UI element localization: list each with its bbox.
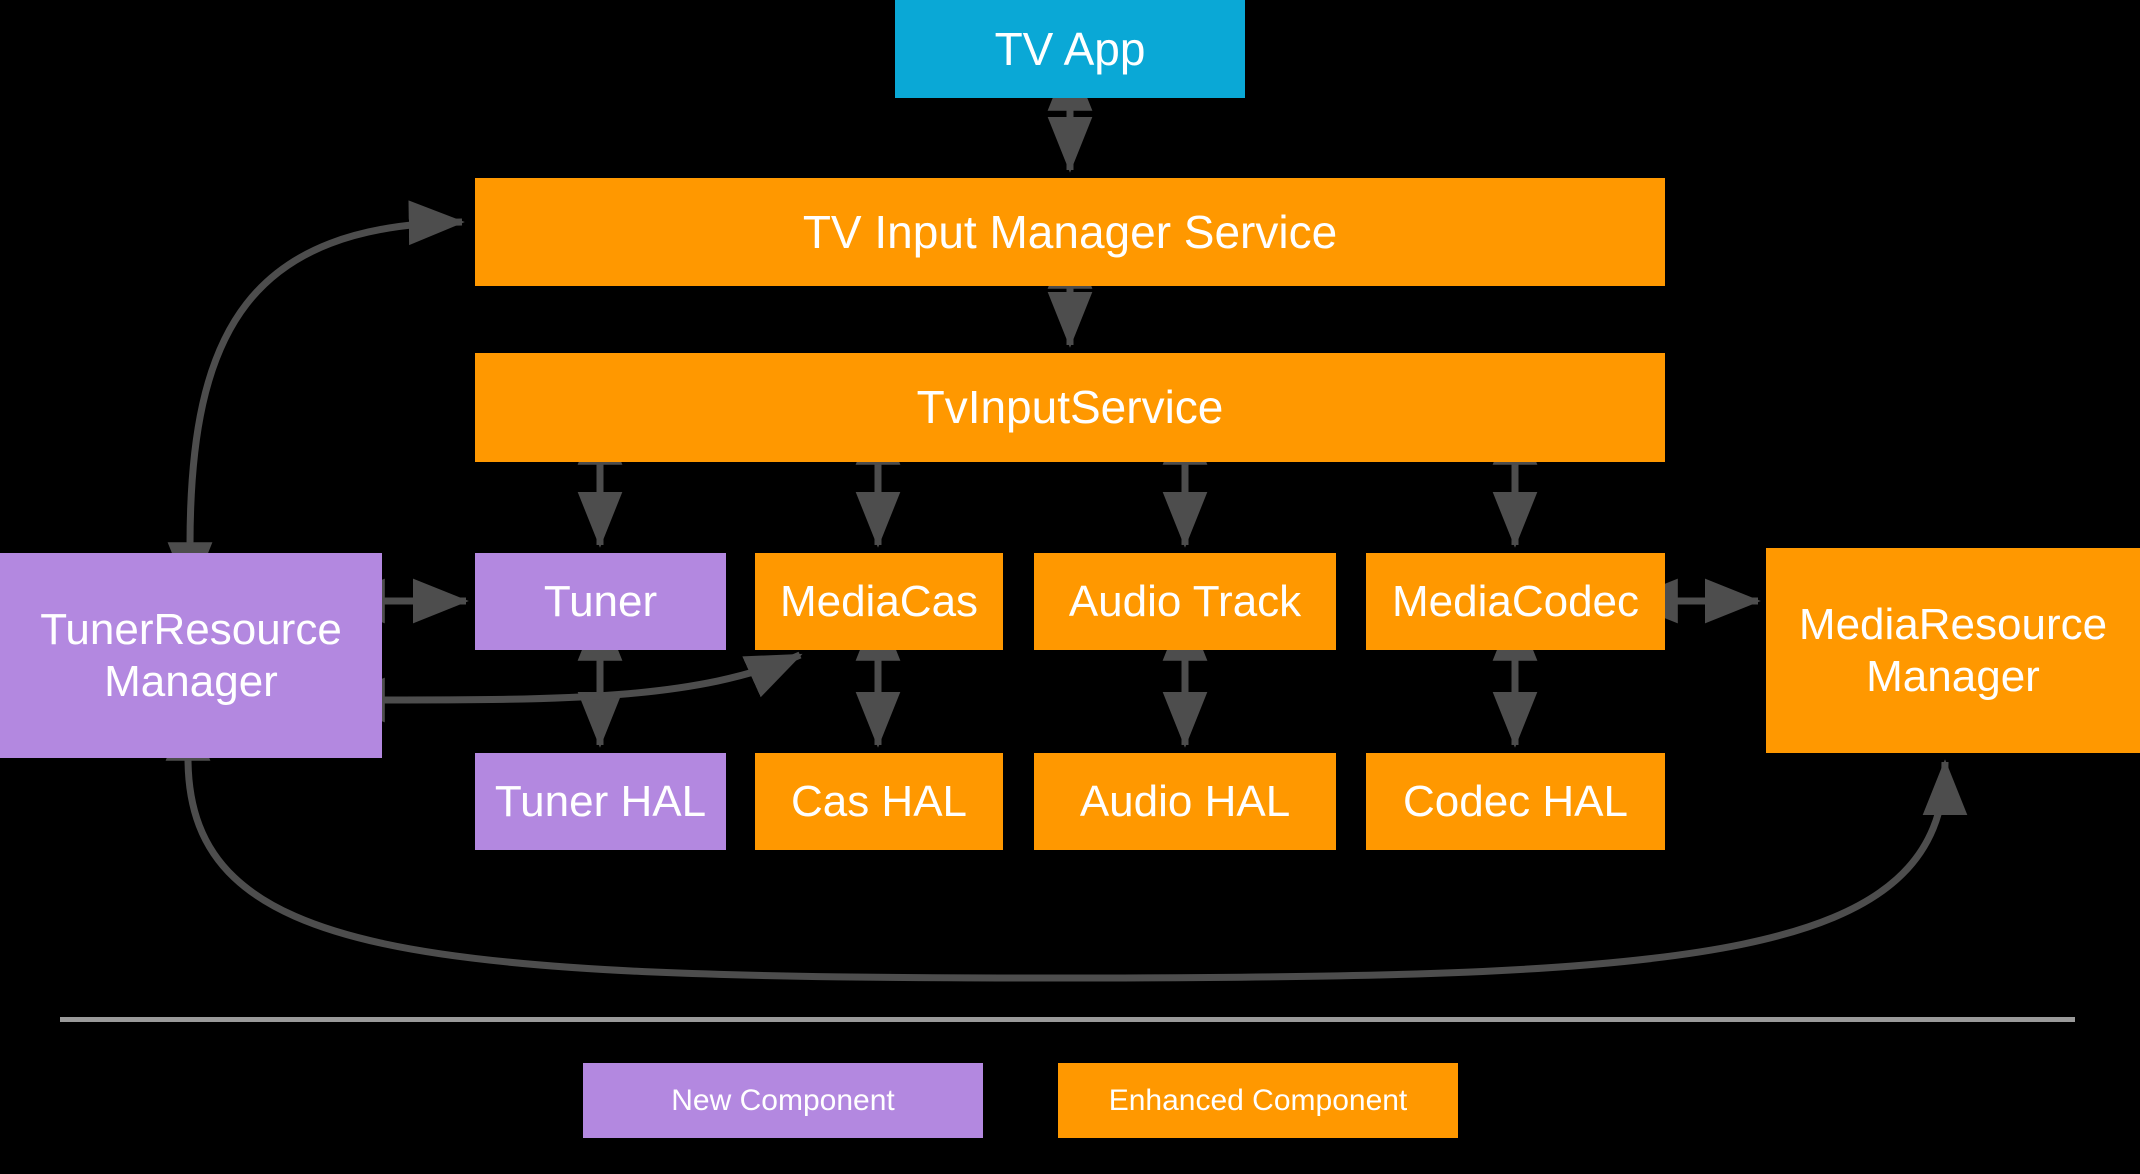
node-audio-hal[interactable]: Audio HAL: [1034, 753, 1336, 850]
node-audio-track-label: Audio Track: [1068, 576, 1302, 626]
node-media-cas-label: MediaCas: [779, 576, 979, 626]
node-media-resource-manager[interactable]: MediaResource Manager: [1766, 548, 2140, 753]
legend-item-enhanced-component: Enhanced Component: [1058, 1063, 1458, 1138]
legend-item-new-component: New Component: [583, 1063, 983, 1138]
node-media-resource-manager-label-line2: Manager: [1866, 651, 2040, 701]
node-tuner[interactable]: Tuner: [475, 553, 726, 650]
node-media-codec-label: MediaCodec: [1391, 576, 1640, 626]
legend-item-new-component-label: New Component: [671, 1083, 895, 1117]
node-tv-input-manager-service-label: TV Input Manager Service: [802, 205, 1338, 258]
node-codec-hal-label: Codec HAL: [1402, 776, 1628, 826]
node-cas-hal-label: Cas HAL: [790, 776, 968, 826]
node-tuner-hal[interactable]: Tuner HAL: [475, 753, 726, 850]
node-tuner-resource-manager-label-line2: Manager: [104, 656, 278, 706]
legend-divider: [60, 1017, 2075, 1022]
node-media-codec[interactable]: MediaCodec: [1366, 553, 1665, 650]
legend-item-enhanced-component-label: Enhanced Component: [1108, 1083, 1408, 1117]
node-audio-hal-label: Audio HAL: [1079, 776, 1291, 826]
node-audio-track[interactable]: Audio Track: [1034, 553, 1336, 650]
node-tv-input-manager-service[interactable]: TV Input Manager Service: [475, 178, 1665, 286]
node-codec-hal[interactable]: Codec HAL: [1366, 753, 1665, 850]
connector-trm-mediacas-curve: [328, 651, 803, 723]
node-tv-input-service[interactable]: TvInputService: [475, 353, 1665, 462]
connector-trm-tims-curve: [167, 200, 465, 599]
node-tuner-resource-manager[interactable]: TunerResource Manager: [0, 553, 382, 758]
node-media-resource-manager-label-line1: MediaResource: [1798, 599, 2108, 649]
node-tuner-resource-manager-label-line1: TunerResource: [40, 604, 342, 654]
node-media-cas[interactable]: MediaCas: [755, 553, 1003, 650]
node-tv-app-label: TV App: [994, 22, 1146, 75]
node-tv-input-service-label: TvInputService: [916, 381, 1224, 434]
node-tuner-hal-label: Tuner HAL: [494, 776, 707, 826]
node-tv-app[interactable]: TV App: [895, 0, 1245, 98]
node-tuner-label: Tuner: [543, 576, 658, 626]
node-cas-hal[interactable]: Cas HAL: [755, 753, 1003, 850]
